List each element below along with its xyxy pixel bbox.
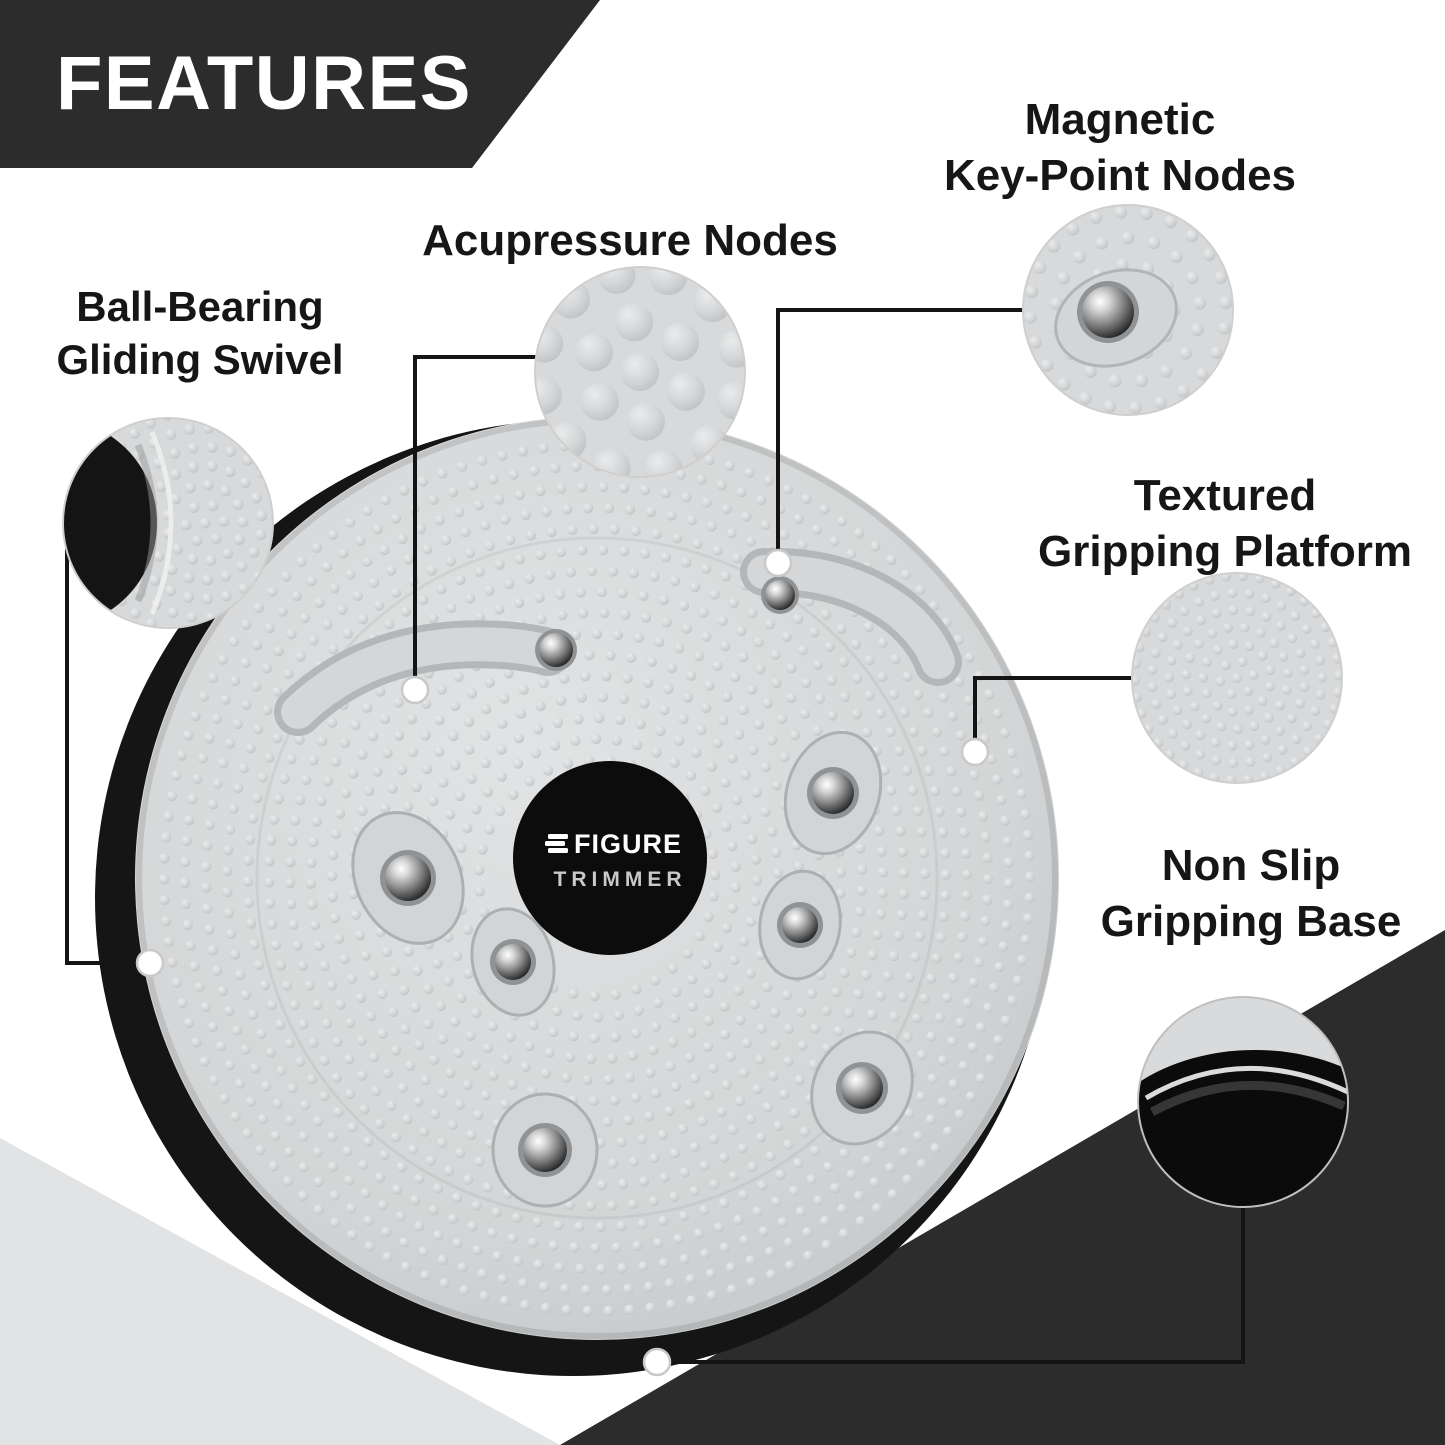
callout-ball-bearing-swivel: Ball-Bearing Gliding Swivel — [30, 280, 370, 387]
disc-inner-ring — [255, 536, 939, 1220]
callout-acupressure-nodes: Acupressure Nodes — [390, 213, 870, 269]
anchor-dot-magnetic — [763, 548, 793, 578]
anchor-dot-textured — [960, 737, 990, 767]
magnet-pods — [351, 730, 914, 1208]
leader-ball-bearing — [65, 514, 150, 965]
bottom-left-triangle — [0, 1138, 560, 1445]
leader-lines — [65, 308, 1245, 1364]
center-logo: FIGURE TRIMMER — [513, 761, 707, 955]
logo-brand-figure: FIGURE — [574, 829, 682, 859]
callout-line: Textured — [1133, 471, 1317, 520]
callout-line: Gliding Swivel — [56, 336, 344, 384]
inset-acupressure-nodes — [534, 266, 746, 478]
inset-textured-platform — [1131, 572, 1343, 784]
crescent-ridges — [274, 547, 962, 736]
callout-line: Gripping Platform — [1038, 526, 1412, 576]
callout-line: Key-Point Nodes — [943, 150, 1297, 200]
callout-nonslip-base: Non Slip Gripping Base — [1062, 838, 1440, 950]
anchor-dot-ball-bearing — [135, 948, 165, 978]
inset-ball-bearing-swivel — [62, 417, 274, 629]
callout-line: Non Slip — [1161, 841, 1341, 890]
leader-textured — [973, 676, 1134, 752]
anchor-dot-nonslip — [642, 1347, 672, 1377]
anchor-dots — [135, 548, 990, 1377]
callout-magnetic-nodes: Magnetic Key-Point Nodes — [880, 92, 1360, 204]
twist-disc: FIGURE TRIMMER — [95, 416, 1059, 1376]
callout-insets — [62, 204, 1349, 1208]
inset-nonslip-base — [1137, 996, 1349, 1208]
callout-textured-platform: Textured Gripping Platform — [1008, 468, 1442, 580]
top-left-banner — [0, 0, 600, 168]
logo-disc — [513, 761, 707, 955]
callout-line: Acupressure Nodes — [422, 216, 838, 265]
callout-line: Gripping Base — [1100, 896, 1402, 946]
logo-bars-icon — [545, 834, 568, 853]
leader-magnetic — [776, 308, 1026, 563]
leader-acupressure — [413, 355, 537, 690]
leader-nonslip — [657, 1205, 1245, 1364]
logo-brand-trimmer: TRIMMER — [554, 868, 687, 891]
crescent-magnet-balls — [535, 576, 799, 671]
callout-line: Magnetic — [1024, 95, 1216, 144]
inset-magnetic-nodes — [1022, 204, 1234, 416]
page-title: FEATURES — [56, 41, 472, 126]
anchor-dot-acupressure — [400, 675, 430, 705]
callout-line: Ball-Bearing — [76, 283, 324, 330]
